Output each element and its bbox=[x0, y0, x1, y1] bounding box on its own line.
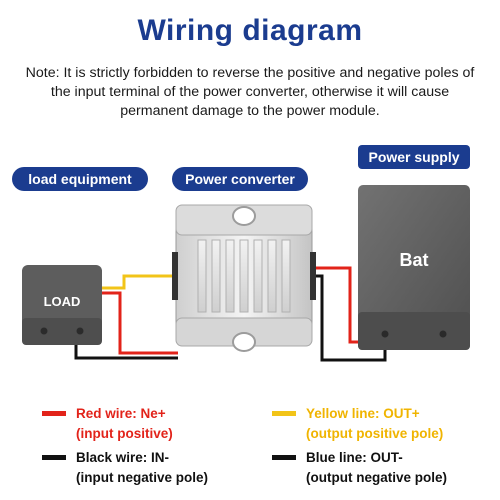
battery-device bbox=[358, 185, 470, 350]
legend-red-line1: Red wire: Ne+ bbox=[76, 406, 166, 421]
legend-text-blue: Blue line: OUT- (output negative pole) bbox=[306, 448, 447, 488]
legend-item-yellow: Yellow line: OUT+ (output positive pole) bbox=[272, 404, 443, 444]
legend-black-line1: Black wire: IN- bbox=[76, 450, 170, 465]
load-device bbox=[22, 265, 102, 345]
power-converter-device bbox=[172, 204, 316, 352]
blue-line-swatch bbox=[272, 455, 296, 460]
black-swatch bbox=[42, 455, 66, 460]
warning-note: Note: It is strictly forbidden to revers… bbox=[25, 65, 475, 119]
legend-item-black: Black wire: IN- (input negative pole) bbox=[42, 448, 208, 488]
output-wires bbox=[74, 274, 178, 360]
legend-item-red: Red wire: Ne+ (input positive) bbox=[42, 404, 173, 444]
legend-text-red: Red wire: Ne+ (input positive) bbox=[76, 404, 173, 444]
battery-label: Bat bbox=[399, 250, 428, 270]
wire-yellow-output bbox=[102, 274, 177, 290]
legend-blue-line1: Blue line: OUT- bbox=[306, 450, 403, 465]
input-wires bbox=[316, 266, 387, 362]
heatsink-fins bbox=[197, 239, 291, 313]
legend-red-line2: (input positive) bbox=[76, 426, 173, 441]
yellow-swatch bbox=[272, 411, 296, 416]
label-load-equipment: load equipment bbox=[12, 167, 148, 191]
wire-red-output bbox=[102, 291, 178, 355]
legend-text-black: Black wire: IN- (input negative pole) bbox=[76, 448, 208, 488]
legend-text-yellow: Yellow line: OUT+ (output positive pole) bbox=[306, 404, 443, 444]
wire-black-input bbox=[316, 274, 387, 362]
legend-blue-line2: (output negative pole) bbox=[306, 470, 447, 485]
red-swatch bbox=[42, 411, 66, 416]
legend-yellow-line1: Yellow line: OUT+ bbox=[306, 406, 420, 421]
wire-red-input bbox=[316, 266, 362, 344]
label-power-supply: Power supply bbox=[358, 145, 470, 169]
wire-black-output bbox=[74, 340, 178, 360]
label-power-converter: Power converter bbox=[172, 167, 308, 191]
legend-black-line2: (input negative pole) bbox=[76, 470, 209, 485]
legend-yellow-line2: (output positive pole) bbox=[306, 426, 444, 441]
load-label: LOAD bbox=[44, 294, 81, 309]
legend-item-blue: Blue line: OUT- (output negative pole) bbox=[272, 448, 447, 488]
page-title: Wiring diagram bbox=[137, 14, 363, 47]
